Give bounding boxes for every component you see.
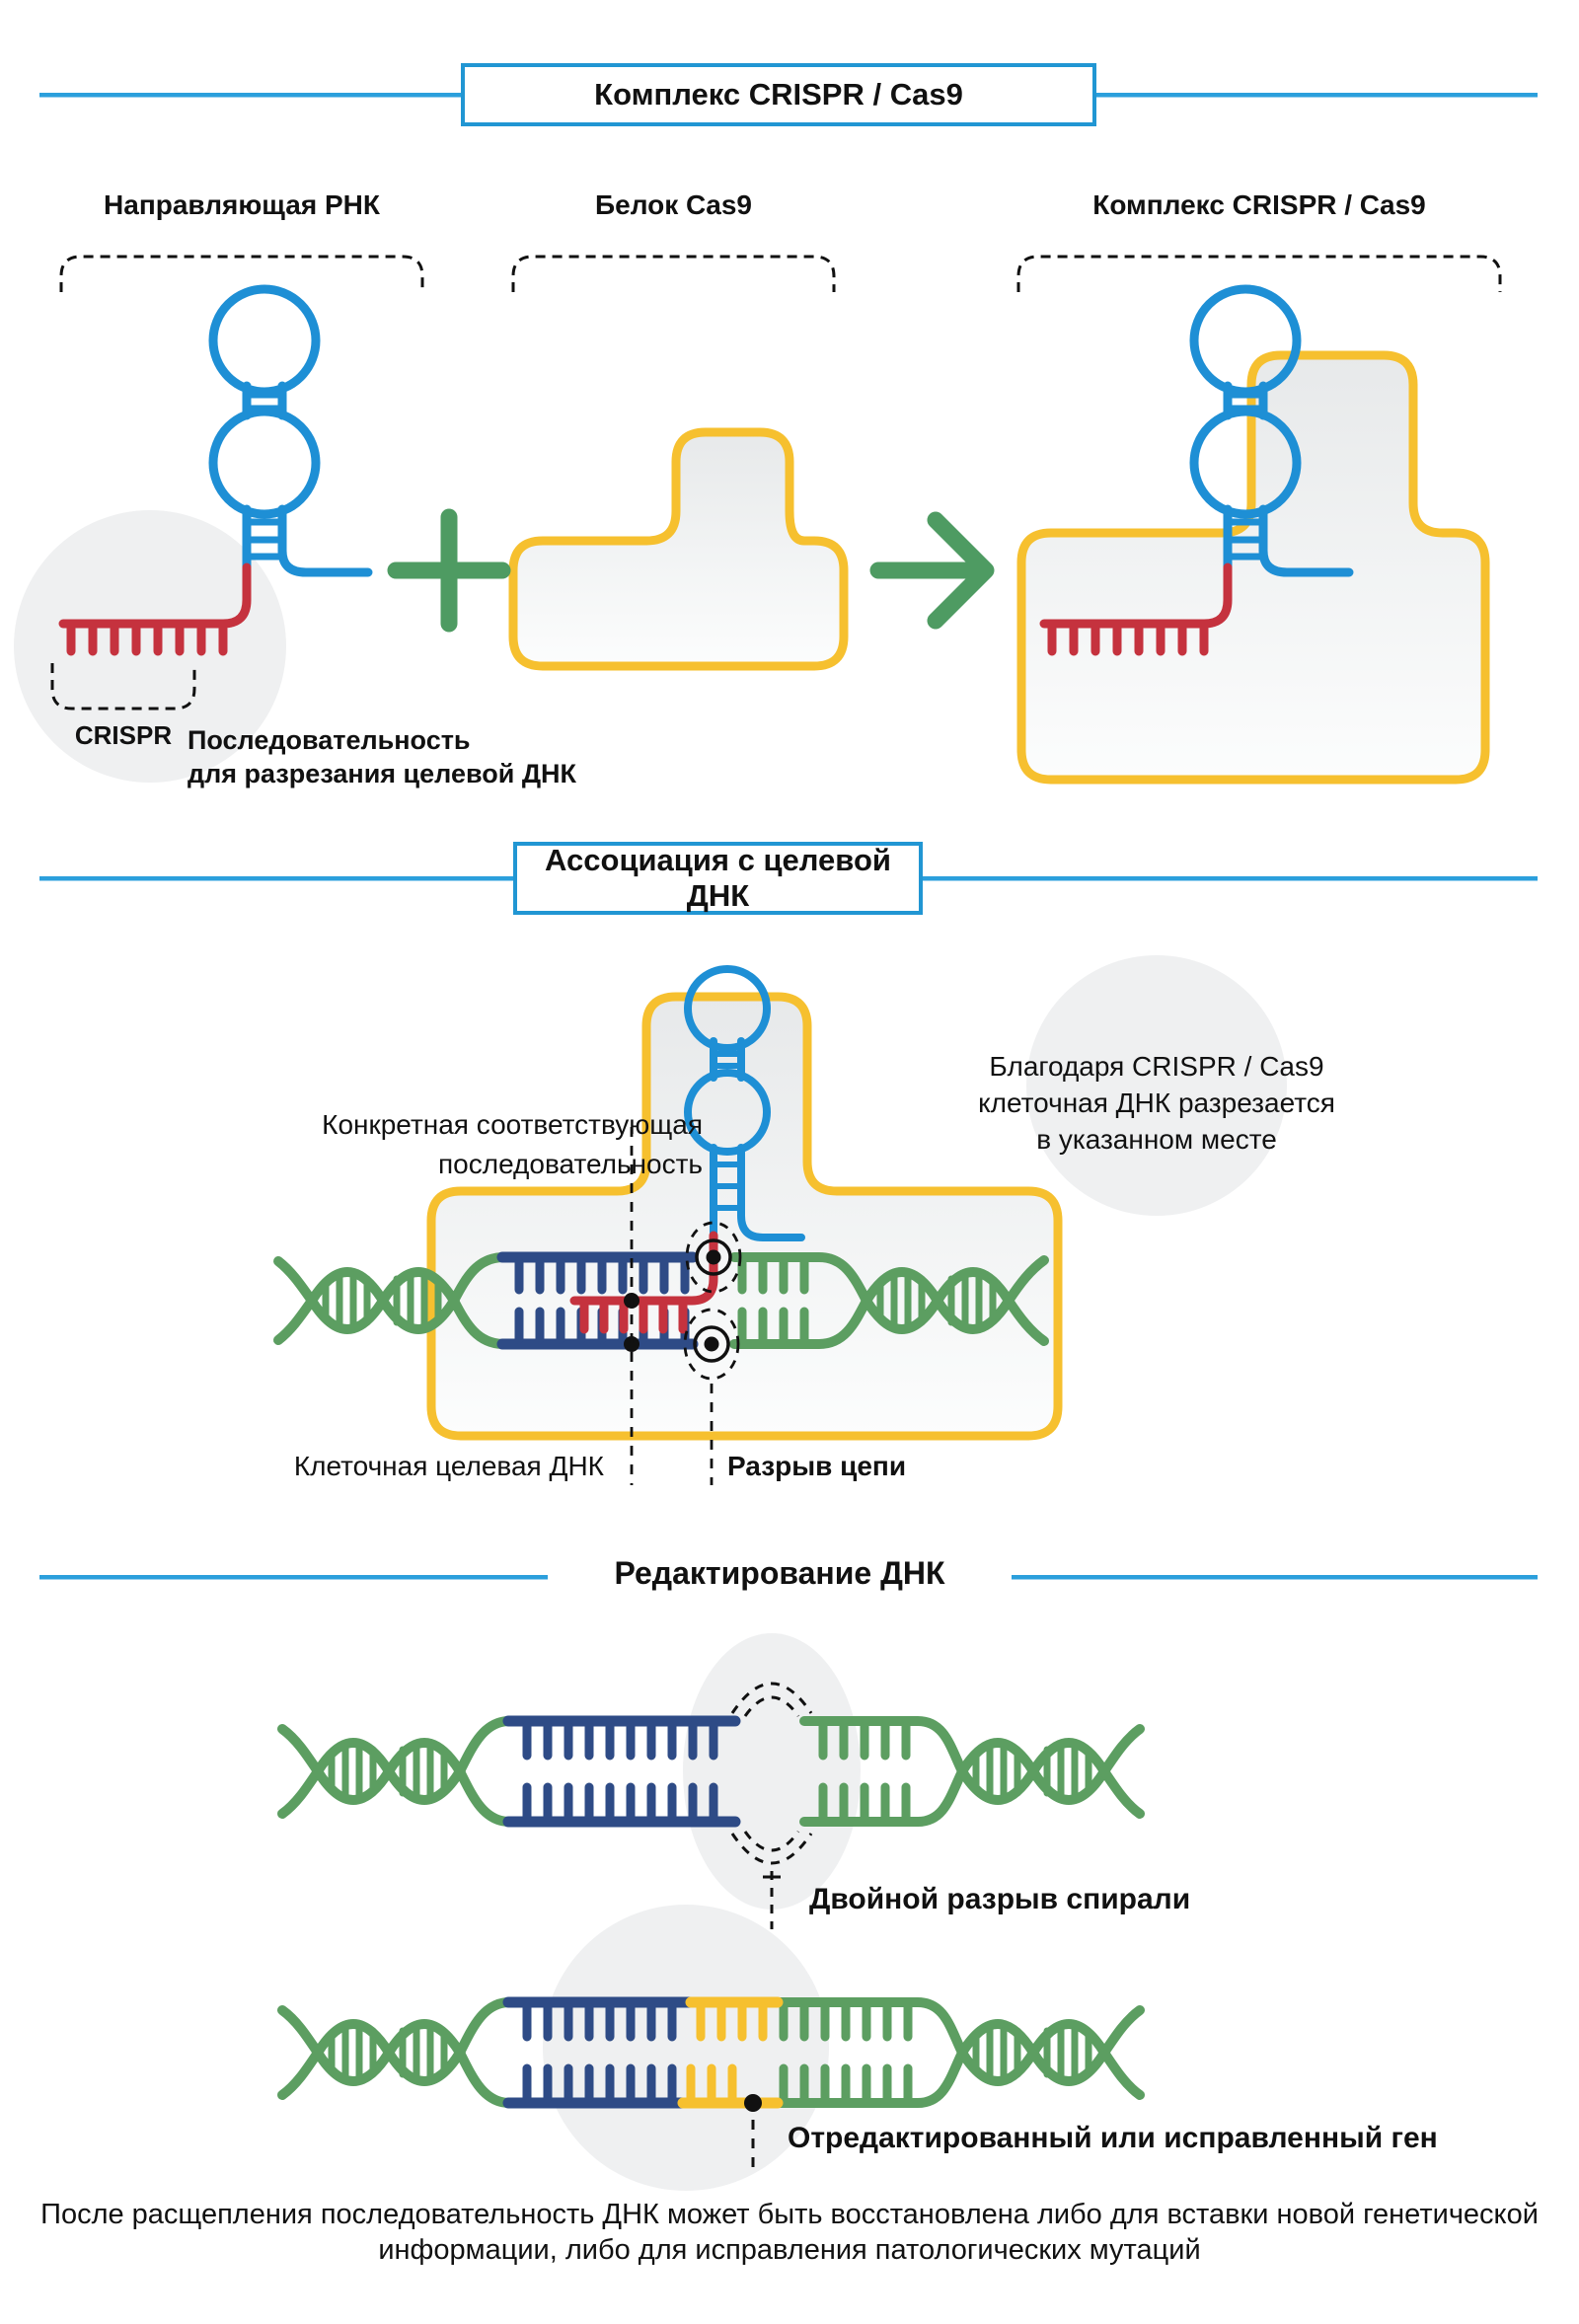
bracket-cas9 — [511, 255, 836, 292]
rna-loop-1 — [208, 284, 321, 397]
footer-line1: После расщепления последовательность ДНК… — [40, 2199, 1539, 2230]
dashed-brackets — [50, 255, 1502, 711]
section-title-complex: Комплекс CRISPR / Cas9 — [461, 63, 1096, 126]
helix-green-strands — [273, 1252, 1049, 1349]
footer-text: После расщепления последовательность ДНК… — [20, 2197, 1559, 2268]
plus-icon — [387, 508, 511, 633]
note-line2: клеточная ДНК разрезается — [978, 1087, 1335, 1118]
divider-line-3-right — [1012, 1575, 1538, 1580]
cut-sequence-line1: Последовательность — [188, 725, 471, 755]
label-matching-sequence: Конкретная соответствующая последователь… — [276, 1105, 703, 1184]
label-guide-rna: Направляющая РНК — [104, 189, 380, 220]
cas9-protein-shape — [508, 427, 849, 671]
dna-helix-double-break — [277, 1682, 1145, 1929]
dna-helix-edited — [277, 1996, 1145, 2167]
label-crispr: CRISPR — [74, 720, 173, 750]
bracket-guide-rna — [59, 255, 424, 292]
label-strand-break: Разрыв цепи — [727, 1451, 907, 1481]
match-dot-bottom — [624, 1336, 639, 1352]
break-marks — [730, 1682, 813, 1929]
divider-line-3-left — [39, 1575, 548, 1580]
gray-blob-break — [683, 1633, 861, 1910]
matching-sequence-line2: последовательность — [438, 1149, 703, 1179]
cut-site-top-icon — [685, 1221, 742, 1294]
label-double-strand-break: Двойной разрыв спирали — [809, 1883, 1191, 1915]
footer-line2: информации, либо для исправления патолог… — [378, 2234, 1201, 2266]
arrow-right-icon — [869, 511, 995, 630]
gray-blob-edited — [543, 1905, 829, 2191]
label-complex: Комплекс CRISPR / Cas9 — [1092, 189, 1426, 220]
gray-blob-note — [1026, 955, 1287, 1216]
rna-loop-2 — [208, 407, 321, 519]
label-note: Благодаря CRISPR / Cas9 клеточная ДНК ра… — [938, 1048, 1376, 1158]
label-cut-sequence: Последовательность для разрезания целево… — [188, 723, 576, 790]
edit-site-dot — [744, 2094, 762, 2112]
section-title-editing: Редактирование ДНК — [553, 1555, 1007, 1592]
note-line3: в указанном месте — [1036, 1124, 1277, 1155]
complex-protein-shape — [1016, 350, 1490, 785]
cut-site-bottom-icon — [683, 1308, 740, 1381]
bracket-crispr — [50, 663, 196, 711]
label-cas9-protein: Белок Cas9 — [595, 189, 752, 220]
gray-blob-crispr — [14, 510, 286, 783]
label-edited-gene: Отредактированный или исправленный ген — [788, 2122, 1438, 2154]
guide-rna-pairing-sequence — [569, 1231, 718, 1334]
label-cellular-target-dna: Клеточная целевая ДНК — [293, 1451, 604, 1481]
note-line1: Благодаря CRISPR / Cas9 — [989, 1051, 1324, 1082]
section-title-association: Ассоциация с целевой ДНК — [513, 842, 923, 915]
guide-rna-association — [684, 965, 805, 1241]
guide-rna-diagram — [58, 284, 373, 656]
crispr-sequence — [58, 562, 252, 656]
cut-sequence-line2: для разрезания целевой ДНК — [188, 759, 577, 788]
inserted-gene-segment — [677, 1996, 784, 2109]
rna-tail — [277, 504, 373, 577]
bracket-complex — [1016, 255, 1502, 292]
dna-helix-target — [273, 1231, 1049, 1352]
matching-sequence-line1: Конкретная соответствующая — [322, 1109, 703, 1140]
